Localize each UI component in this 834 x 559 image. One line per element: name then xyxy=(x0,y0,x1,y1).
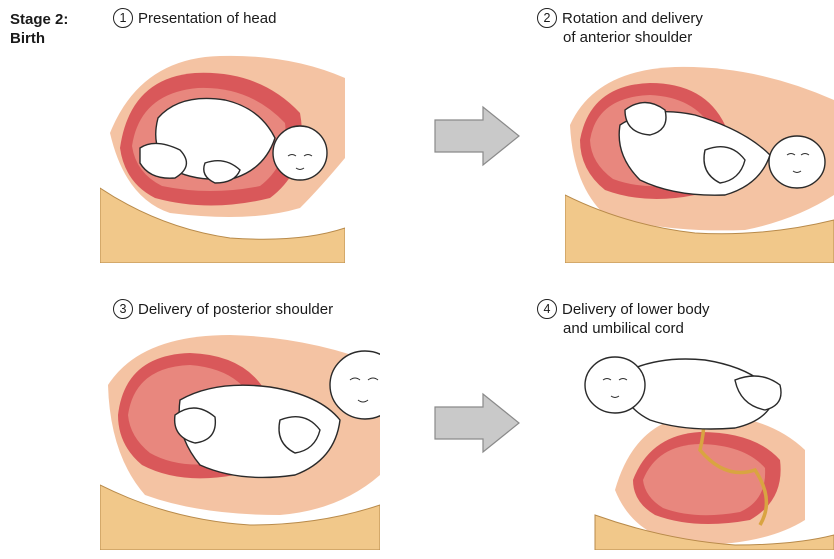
baby-head xyxy=(769,136,825,188)
panel-1-illustration xyxy=(100,38,345,263)
panel-3-illustration xyxy=(100,325,380,550)
step-4-text-line2: and umbilical cord xyxy=(537,319,710,338)
stage-heading: Stage 2: Birth xyxy=(10,10,68,48)
panel-4-illustration xyxy=(575,340,834,550)
stage-heading-line2: Birth xyxy=(10,29,68,48)
step-1-number: 1 xyxy=(113,8,133,28)
step-4-text-line1: Delivery of lower body xyxy=(562,301,710,318)
baby-head xyxy=(273,126,327,180)
step-2-text-line2: of anterior shoulder xyxy=(537,28,703,47)
step-2-label: 2 Rotation and delivery of anterior shoul… xyxy=(537,8,703,47)
baby-head xyxy=(585,357,645,413)
panel-2-illustration xyxy=(565,55,834,263)
step-1-text: Presentation of head xyxy=(138,10,276,27)
step-3-text: Delivery of posterior shoulder xyxy=(138,301,333,318)
step-4-label: 4 Delivery of lower body and umbilical co… xyxy=(537,299,710,338)
step-3-label: 3 Delivery of posterior shoulder xyxy=(113,299,333,319)
step-2-number: 2 xyxy=(537,8,557,28)
step-1-label: 1 Presentation of head xyxy=(113,8,276,28)
stage-heading-line1: Stage 2: xyxy=(10,10,68,29)
step-2-text-line1: Rotation and delivery xyxy=(562,10,703,27)
arrow-step3-to-step4 xyxy=(433,392,521,454)
step-4-number: 4 xyxy=(537,299,557,319)
arrow-step1-to-step2 xyxy=(433,105,521,167)
step-3-number: 3 xyxy=(113,299,133,319)
